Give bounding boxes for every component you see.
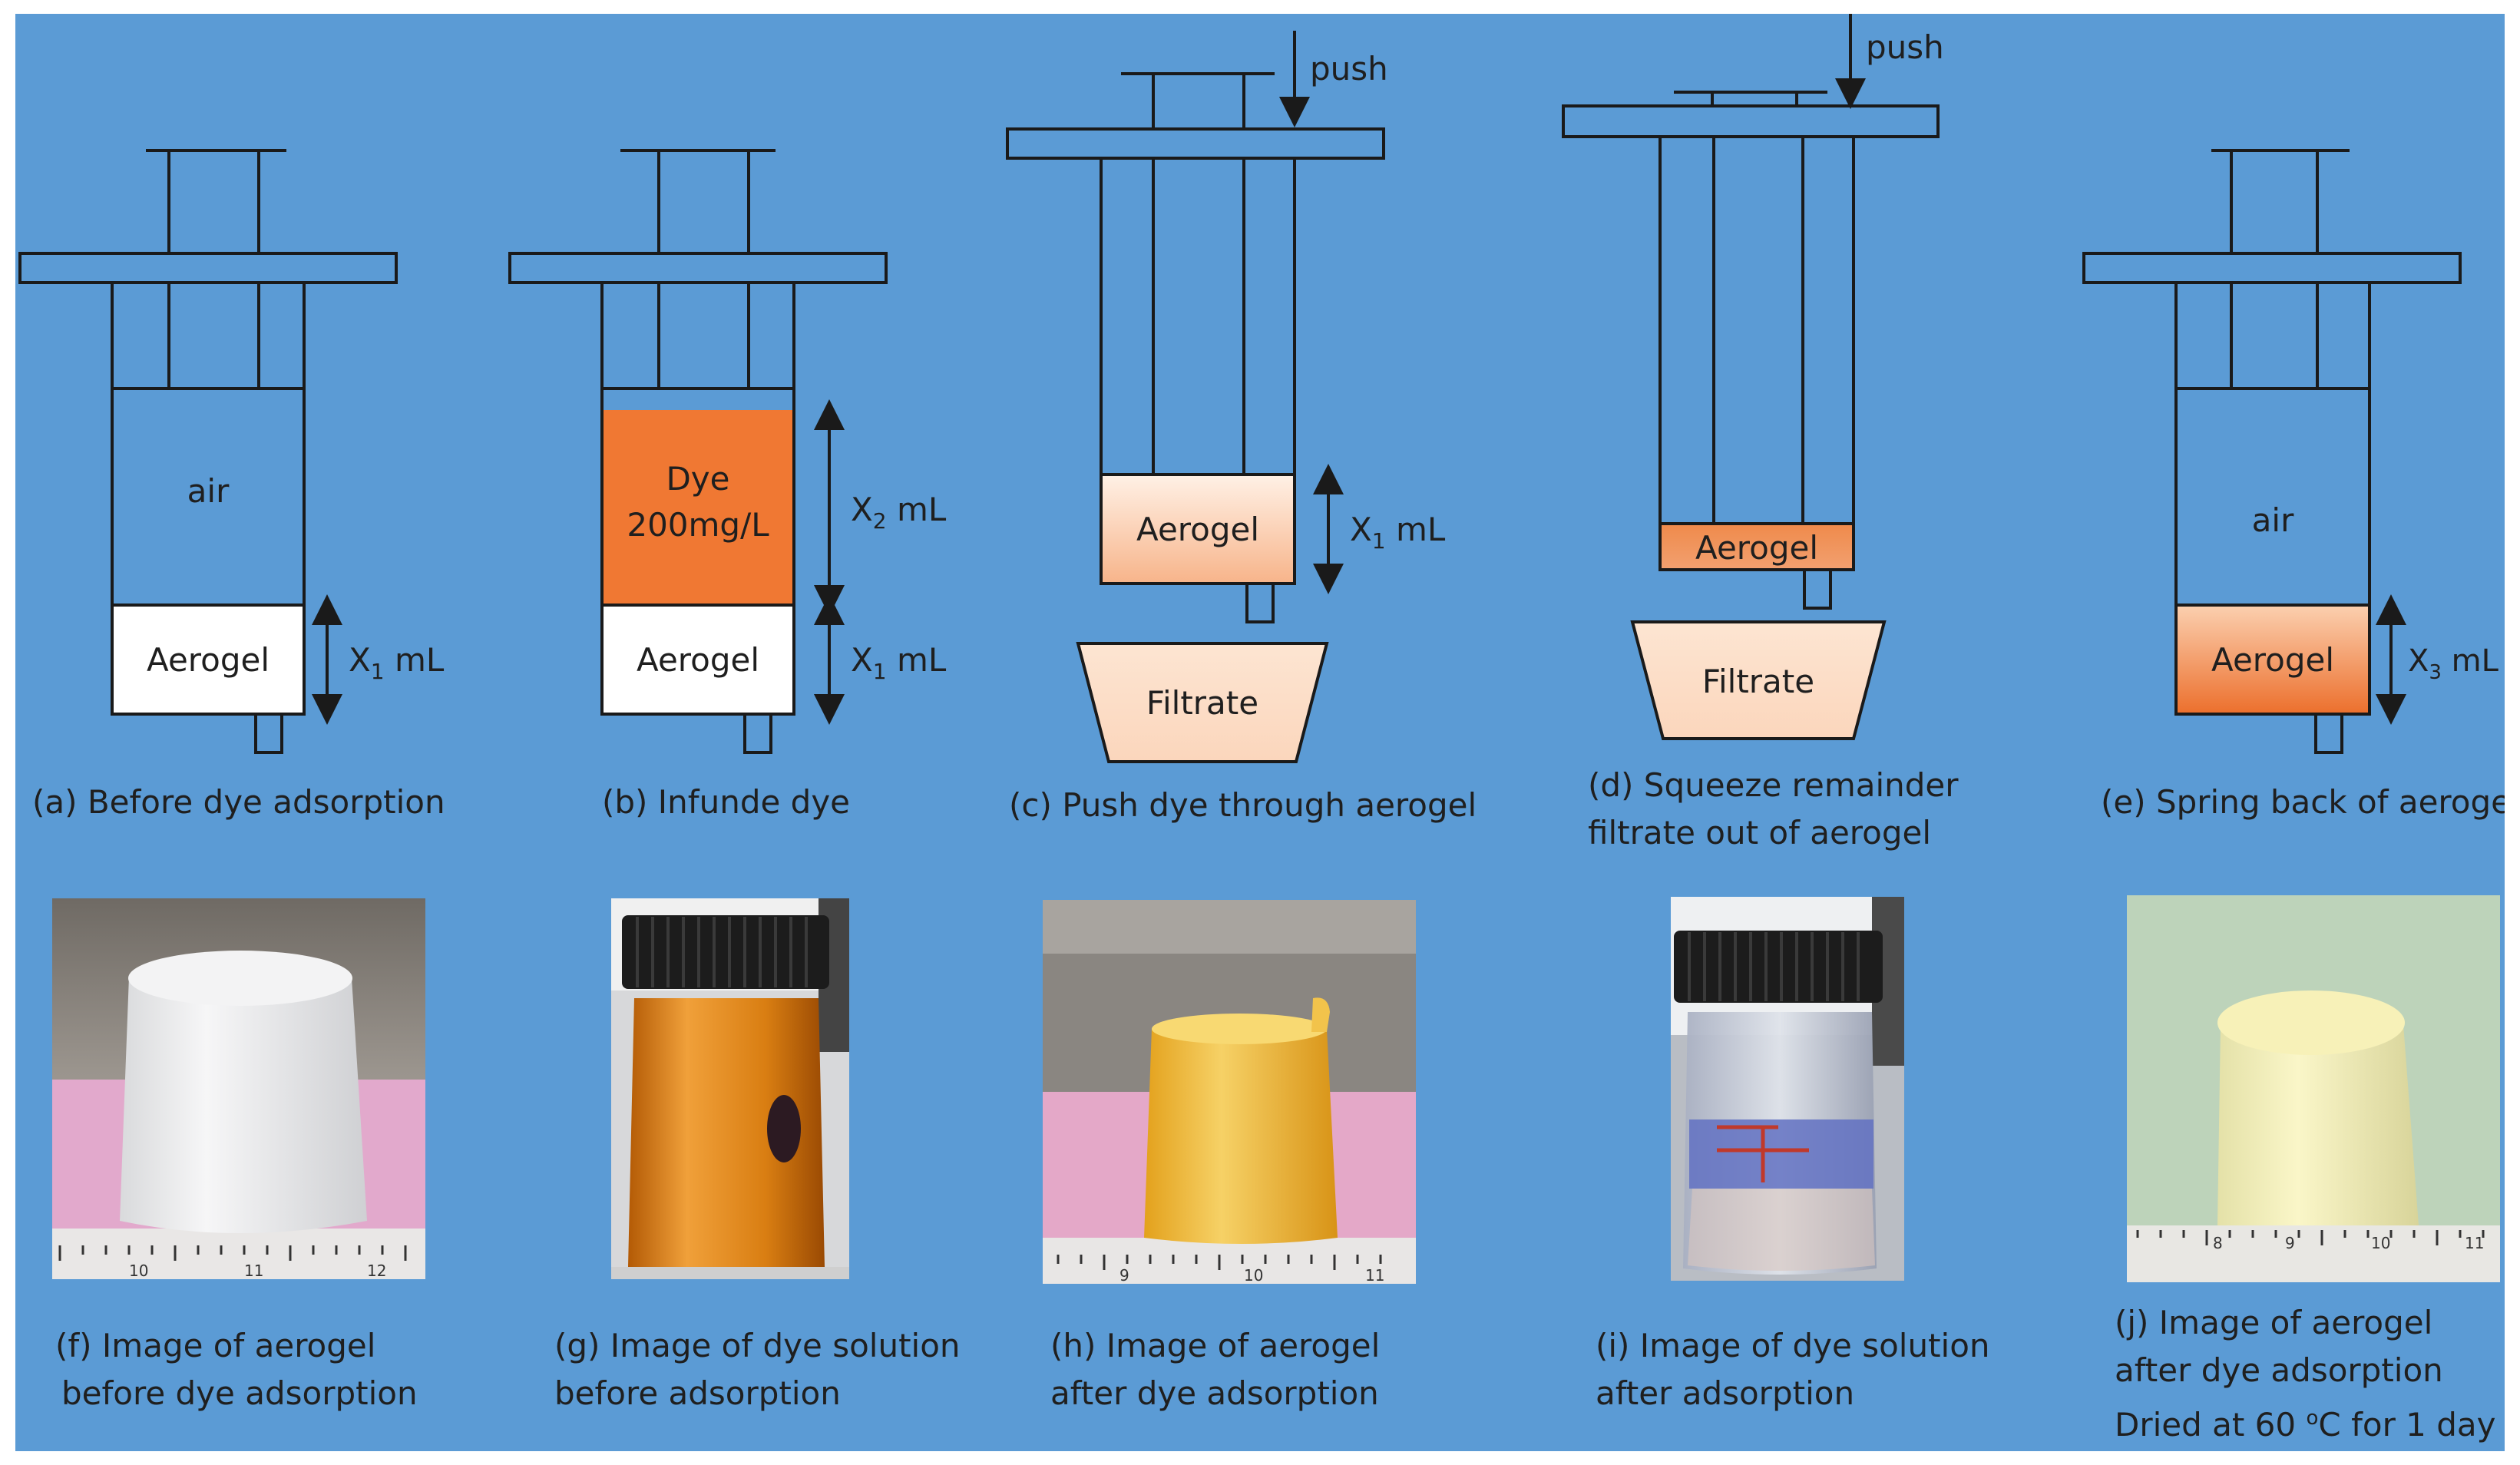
- aerogel-block: [600, 604, 795, 716]
- filtrate-label: Filtrate: [1702, 663, 1814, 700]
- ruler-label: 9: [2285, 1234, 2295, 1252]
- caption-c: (c) Push dye through aerogel: [1009, 786, 1477, 824]
- caption-f: (f) Image of aerogel before dye adsorpti…: [55, 1327, 418, 1412]
- dye-volume-block: [604, 410, 792, 605]
- caption-e: (e) Spring back of aerogel: [2101, 783, 2505, 821]
- ruler-label: 10: [129, 1262, 148, 1279]
- photo-j: 8 9 10 11: [2127, 895, 2500, 1282]
- dye-label-line2: 200mg/L: [627, 506, 769, 544]
- ruler-label: 10: [1244, 1266, 1263, 1284]
- aerogel-block: [2174, 604, 2371, 716]
- caption-i: (i) Image of dye solution after adsorpti…: [1596, 1327, 1990, 1412]
- photo-h: 9 10 11: [1043, 900, 1416, 1284]
- air-label: air: [187, 472, 230, 510]
- ruler-label: 9: [1119, 1266, 1129, 1284]
- photo-i-drawing: [1671, 897, 1904, 1281]
- panel-d-syringe: push Aerogel Filtrate: [1562, 14, 1944, 740]
- photo-f-drawing: 10 11 12: [52, 898, 425, 1279]
- aerogel-label: Aerogel: [147, 641, 270, 679]
- panel-c-syringe: push Aerogel X1 mL Filtrate: [1006, 31, 1446, 763]
- syringe-nozzle: [743, 713, 772, 754]
- aerogel-block: [111, 604, 306, 716]
- volume-label: X3 mL: [2408, 643, 2499, 684]
- filtrate-label: Filtrate: [1146, 684, 1258, 722]
- syringe-icon: [1006, 72, 1385, 475]
- volume-label: X1 mL: [349, 641, 445, 684]
- ruler-label: 11: [244, 1262, 263, 1279]
- air-region: [2174, 387, 2371, 607]
- caption-j: (j) Image of aerogel after dye adsorptio…: [2115, 1299, 2496, 1449]
- syringe-icon: [18, 149, 398, 390]
- dye-label-line1: Dye: [666, 460, 729, 498]
- panel-e-syringe: air Aerogel X3 mL: [2082, 149, 2499, 754]
- aerogel-label: Aerogel: [2211, 641, 2334, 679]
- panel-a-syringe: air Aerogel X1 mL: [18, 149, 445, 754]
- photo-j-drawing: 8 9 10 11: [2127, 895, 2500, 1282]
- aerogel-label: Aerogel: [637, 641, 759, 679]
- volume-label: X1 mL: [1350, 511, 1446, 554]
- funnel-icon: [1076, 642, 1329, 763]
- caption-d: (d) Squeeze remainder filtrate out of ae…: [1588, 766, 1959, 852]
- caption-a: (a) Before dye adsorption: [32, 783, 445, 821]
- syringe-icon: [1562, 91, 1940, 524]
- aerogel-label: Aerogel: [1695, 529, 1818, 567]
- photo-f: 10 11 12: [52, 898, 425, 1279]
- ruler-ticks: [1057, 1255, 1382, 1270]
- air-label: air: [2252, 501, 2294, 539]
- ruler-ticks: [2136, 1230, 2485, 1245]
- photo-g: [611, 898, 849, 1279]
- syringe-icon: [508, 149, 888, 390]
- caption-j-line3: Dried at 60 oC for 1 day: [2115, 1406, 2496, 1444]
- syringe-nozzle: [2314, 713, 2343, 754]
- photo-g-drawing: [611, 898, 849, 1279]
- aerogel-volume-label: X1 mL: [851, 641, 947, 684]
- aerogel-block: [1100, 473, 1296, 585]
- ruler-ticks: [58, 1245, 407, 1261]
- dye-volume-label: X2 mL: [851, 491, 947, 534]
- syringe-icon: [2082, 149, 2462, 390]
- syringe-nozzle: [1803, 568, 1832, 610]
- air-region: [111, 387, 306, 607]
- ruler-label: 11: [2465, 1234, 2484, 1252]
- caption-g: (g) Image of dye solution before adsorpt…: [554, 1327, 961, 1412]
- ruler-label: 12: [367, 1262, 386, 1279]
- cap-ridges: [636, 917, 808, 987]
- syringe-nozzle: [1245, 582, 1275, 623]
- figure-canvas: air Aerogel X1 mL Dye 200mg/L: [15, 14, 2505, 1451]
- ruler-label: 10: [2371, 1234, 2390, 1252]
- photo-h-drawing: 9 10 11: [1043, 900, 1416, 1284]
- caption-b: (b) Infunde dye: [602, 783, 851, 821]
- push-label: push: [1866, 28, 1944, 66]
- ruler-label: 8: [2213, 1234, 2223, 1252]
- photo-i: [1671, 897, 1904, 1281]
- aerogel-label: Aerogel: [1136, 511, 1259, 548]
- schematic-row: air Aerogel X1 mL Dye 200mg/L: [18, 14, 2499, 763]
- ruler-label: 11: [1365, 1266, 1384, 1284]
- cap-ridges: [1688, 932, 1860, 1001]
- syringe-nozzle: [254, 713, 283, 754]
- panel-b-syringe: Dye 200mg/L Aerogel X2 mL X1 mL: [508, 149, 947, 754]
- caption-h: (h) Image of aerogel after dye adsorptio…: [1050, 1327, 1381, 1412]
- funnel-icon: [1630, 620, 1887, 740]
- aerogel-block: [1659, 522, 1855, 571]
- push-label: push: [1310, 50, 1388, 88]
